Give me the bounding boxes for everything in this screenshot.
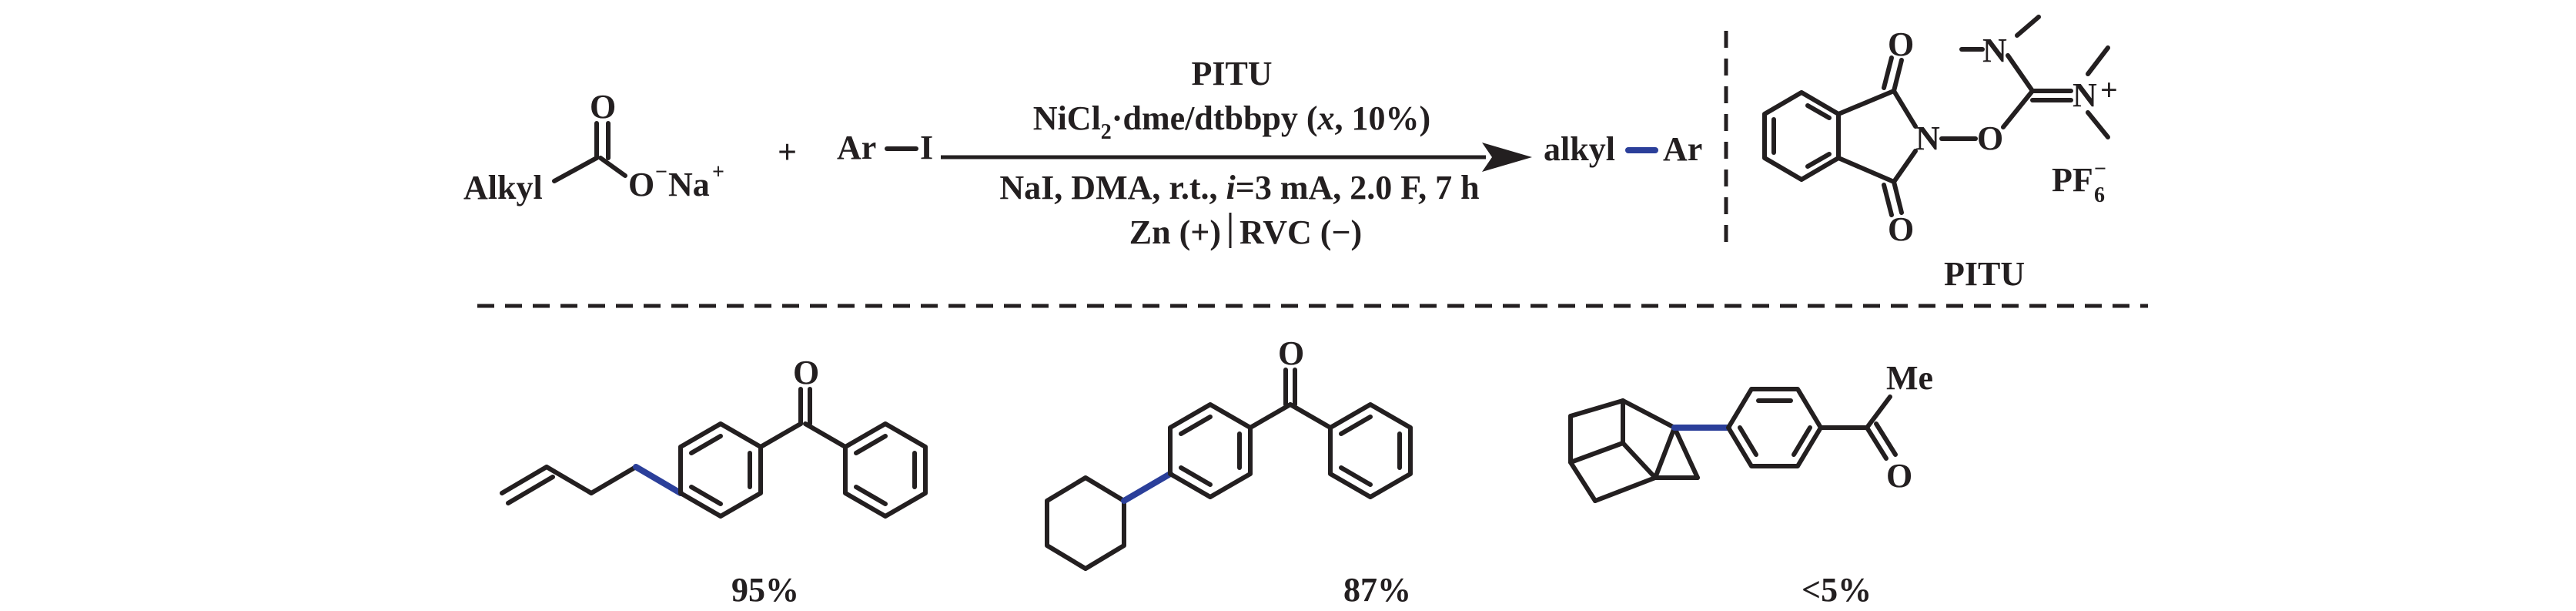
carboxylate-reactant: Alkyl O O − Na + — [463, 88, 724, 206]
iodide-label: I — [920, 129, 933, 166]
plus-sign: + — [778, 133, 797, 171]
product-aryl-label: Ar — [1663, 130, 1702, 168]
example-3-carbonyl-oxygen: O — [1886, 457, 1912, 495]
imide-oxygen-top: O — [1888, 25, 1914, 63]
anion-oxygen-label: O — [628, 166, 654, 203]
aryl-iodide-reactant: Ar I — [837, 129, 933, 166]
imide-nitrogen: N — [1915, 119, 1940, 157]
example-product-3: Me O <5% — [1568, 359, 1933, 609]
carbonyl-oxygen-label: O — [590, 88, 616, 126]
conditions-catalyst: NiCl2·dme/dtbbpy (x, 10%) — [1033, 99, 1430, 144]
product-alkyl-label: alkyl — [1544, 130, 1615, 168]
example-2-carbonyl-oxygen: O — [1278, 334, 1304, 372]
example-1-yield: 95% — [731, 571, 799, 609]
pitu-label: PITU — [1944, 255, 2025, 293]
aryl-label: Ar — [837, 129, 876, 166]
new-bond-1 — [633, 464, 684, 496]
example-product-1: O 95% — [500, 354, 928, 609]
example-1-carbonyl-oxygen: O — [793, 354, 819, 391]
example-3-methyl: Me — [1886, 359, 1933, 397]
new-bond-2 — [1121, 471, 1173, 504]
coupling-product: alkyl Ar — [1544, 130, 1702, 168]
example-3-yield: <5% — [1802, 571, 1872, 609]
iminium-nitrogen: N — [2073, 76, 2097, 114]
reaction-conditions: PITU NiCl2·dme/dtbbpy (x, 10%) NaI, DMA,… — [999, 55, 1479, 251]
anion-subscript: 6 — [2094, 183, 2105, 207]
hexafluorophosphate-anion: PF — [2052, 161, 2093, 199]
sodium-counterion-label: Na — [668, 166, 710, 203]
pitu-structure: O O N O N N + PF 6 − PITU — [1762, 15, 2118, 293]
example-2-yield: 87% — [1343, 571, 1411, 609]
example-product-2: O 87% — [1045, 334, 1413, 609]
sodium-charge-sign: + — [712, 160, 724, 184]
conditions-electrolysis: NaI, DMA, r.t., i=3 mA, 2.0 F, 7 h — [999, 169, 1479, 206]
iminium-charge: + — [2100, 72, 2118, 107]
linker-oxygen: O — [1977, 119, 2003, 157]
conditions-anode: Zn (+) — [1129, 213, 1221, 251]
conditions-cathode: RVC (−) — [1239, 213, 1362, 251]
anion-charge: − — [2094, 157, 2106, 181]
reaction-arrow — [941, 143, 1532, 172]
alkyl-group-label: Alkyl — [463, 169, 543, 206]
amine-nitrogen: N — [1982, 32, 2007, 69]
imide-oxygen-bottom: O — [1888, 210, 1914, 248]
conditions-reagent: PITU — [1191, 55, 1272, 92]
anion-charge-sign: − — [655, 160, 667, 184]
